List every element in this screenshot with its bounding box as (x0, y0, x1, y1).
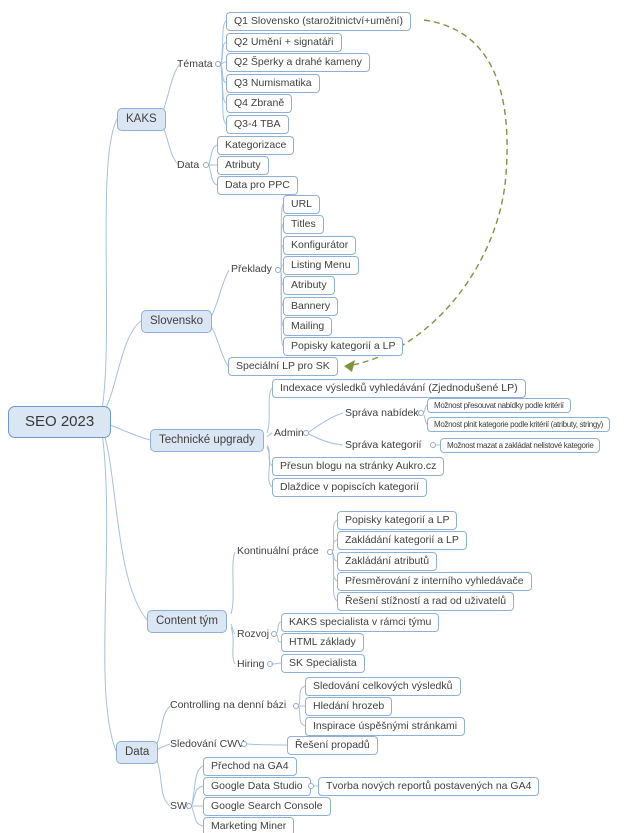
node-hledani-hrozeb[interactable]: Hledání hrozeb (305, 697, 393, 716)
node-sledovani-vysledku[interactable]: Sledování celkových výsledků (305, 677, 461, 696)
node-sk-specialista[interactable]: SK Specialista (281, 654, 365, 673)
node-zakladani-atributu[interactable]: Zakládání atributů (337, 552, 438, 571)
node-indexace-vysledku[interactable]: Indexace výsledků vyhledávání (Zjednoduš… (272, 379, 526, 398)
node-listing-menu[interactable]: Listing Menu (283, 256, 359, 275)
node-q1-slovensko[interactable]: Q1 Slovensko (starožitnictví+umění) (226, 12, 411, 31)
node-controlling[interactable]: Controlling na denní bázi (170, 699, 287, 711)
collapse-toggle-temata[interactable] (215, 61, 221, 67)
collapse-toggle-sprava-nabidek[interactable] (418, 410, 424, 416)
node-hiring[interactable]: Hiring (237, 658, 265, 670)
node-temata[interactable]: Témata (177, 58, 213, 70)
node-q3-numismatika[interactable]: Q3 Numismatika (226, 74, 320, 93)
node-root-seo-2023[interactable]: SEO 2023 (8, 406, 112, 438)
node-reseni-propadu[interactable]: Řešení propadů (287, 736, 378, 755)
node-kaks-specialista[interactable]: KAKS specialista v rámci týmu (281, 613, 440, 632)
collapse-toggle-preklady[interactable] (275, 267, 281, 273)
node-zakladani-kategorii[interactable]: Zakládání kategorií a LP (337, 531, 467, 550)
node-html-zaklady[interactable]: HTML základy (281, 633, 364, 652)
node-kontinualni-prace[interactable]: Kontinuální práce (237, 545, 319, 557)
collapse-toggle-controlling[interactable] (293, 703, 299, 709)
node-sledovani-cwv[interactable]: Sledování CWV (170, 738, 245, 750)
node-kaks[interactable]: KAKS (117, 108, 166, 131)
node-moznost-plnit[interactable]: Možnost plnit kategorie podle kritérií (… (427, 417, 610, 432)
collapse-toggle-google-data-studio[interactable] (308, 783, 314, 789)
collapse-toggle-kontinualni-prace[interactable] (327, 549, 333, 555)
node-dlazdice[interactable]: Dlaždice v popiscích kategorií (272, 478, 427, 497)
node-kaks-data[interactable]: Data (177, 159, 200, 171)
node-specialni-lp-sk[interactable]: Speciální LP pro SK (228, 357, 338, 376)
node-prechod-ga4[interactable]: Přechod na GA4 (203, 757, 297, 776)
node-data[interactable]: Data (116, 741, 159, 764)
node-moznost-mazat[interactable]: Možnost mazat a zakládat nelistové kateg… (440, 438, 601, 453)
node-url[interactable]: URL (283, 195, 321, 214)
node-content-tym[interactable]: Content tým (147, 610, 227, 633)
collapse-toggle-sw[interactable] (186, 803, 192, 809)
node-mailing[interactable]: Mailing (283, 317, 333, 336)
node-google-search-console[interactable]: Google Search Console (203, 797, 331, 816)
node-tvorba-reportu-ga4[interactable]: Tvorba nových reportů postavených na GA4 (318, 777, 540, 796)
node-konfigurator[interactable]: Konfigurátor (283, 236, 357, 255)
node-bannery[interactable]: Bannery (283, 297, 339, 316)
node-moznost-presouvat[interactable]: Možnost přesouvat nabídky podle kritérií (427, 398, 571, 413)
node-q2-sperky[interactable]: Q2 Šperky a drahé kameny (226, 53, 370, 72)
node-sw[interactable]: SW (170, 800, 187, 812)
node-q2-umeni[interactable]: Q2 Umění + signatáři (226, 33, 342, 52)
node-kaks-atributy[interactable]: Atributy (217, 156, 269, 175)
node-sprava-nabidek[interactable]: Správa nabídek (345, 407, 419, 419)
node-popisky-kategorii-lp[interactable]: Popisky kategorií a LP (283, 337, 404, 356)
node-admin[interactable]: Admin (274, 427, 304, 439)
node-preklady[interactable]: Překlady (231, 263, 272, 275)
collapse-toggle-sledovani-cwv[interactable] (241, 741, 247, 747)
node-data-pro-ppc[interactable]: Data pro PPC (217, 176, 298, 195)
node-presmerovani[interactable]: Přesměrování z interního vyhledávače (337, 572, 532, 591)
node-marketing-miner[interactable]: Marketing Miner (203, 817, 295, 833)
node-inspirace-strankami[interactable]: Inspirace úspěšnými stránkami (305, 717, 466, 736)
node-google-data-studio[interactable]: Google Data Studio (203, 777, 311, 796)
node-kategorizace[interactable]: Kategorizace (217, 136, 295, 155)
collapse-toggle-hiring[interactable] (267, 661, 273, 667)
collapse-toggle-rozvoj[interactable] (271, 631, 277, 637)
node-technicke-upgrady[interactable]: Technické upgrady (150, 429, 264, 452)
node-presun-blogu[interactable]: Přesun blogu na stránky Aukro.cz (272, 457, 445, 476)
node-rozvoj[interactable]: Rozvoj (237, 628, 270, 640)
node-sprava-kategorii[interactable]: Správa kategorií (345, 439, 422, 451)
node-preklady-atributy[interactable]: Atributy (283, 276, 335, 295)
node-titles[interactable]: Titles (283, 215, 324, 234)
node-slovensko[interactable]: Slovensko (141, 310, 213, 333)
relationship-arrow (344, 19, 508, 372)
node-q4-zbrane[interactable]: Q4 Zbraně (226, 94, 293, 113)
node-reseni-stiznosti[interactable]: Řešení stížností a rad od uživatelů (337, 592, 515, 611)
collapse-toggle-admin[interactable] (303, 430, 309, 436)
collapse-toggle-kaks-data[interactable] (203, 162, 209, 168)
collapse-toggle-sprava-kategorii[interactable] (430, 442, 436, 448)
node-q34-tba[interactable]: Q3-4 TBA (226, 115, 289, 134)
node-content-popisky[interactable]: Popisky kategorií a LP (337, 511, 458, 530)
